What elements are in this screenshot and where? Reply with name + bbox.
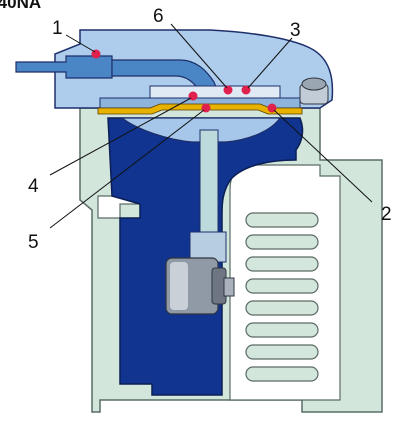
vent-slot xyxy=(245,300,319,316)
diagram-title: -40NA xyxy=(0,0,42,12)
leader-2 xyxy=(273,109,373,203)
vent-slot xyxy=(245,256,319,272)
vent-slot xyxy=(245,344,319,360)
vent-slot xyxy=(245,234,319,250)
callout-5: 5 xyxy=(28,232,39,253)
leader-4 xyxy=(49,97,192,176)
inlet-nozzle xyxy=(15,55,113,79)
callout-4: 4 xyxy=(28,176,39,197)
vent-slot xyxy=(245,212,319,228)
callout-1: 1 xyxy=(52,18,63,39)
leader-3 xyxy=(247,37,293,89)
vent-slot xyxy=(245,366,319,382)
leader-1 xyxy=(65,34,96,53)
leader-lines xyxy=(49,23,373,229)
leader-5 xyxy=(49,109,205,229)
callout-labels: 1 6 3 4 5 2 xyxy=(28,6,392,253)
vent-slot xyxy=(245,278,319,294)
diaphragm xyxy=(97,103,303,115)
leader-6 xyxy=(170,23,228,89)
callout-3: 3 xyxy=(290,20,301,41)
callout-6: 6 xyxy=(153,6,164,27)
callout-2: 2 xyxy=(381,204,392,225)
crank-wheel xyxy=(165,257,235,315)
connecting-rod xyxy=(189,231,227,263)
vent-slots xyxy=(245,212,319,382)
marker-6 xyxy=(223,85,233,95)
vent-slot xyxy=(245,322,319,338)
valve-plate xyxy=(149,85,281,99)
screw-head xyxy=(299,77,329,105)
